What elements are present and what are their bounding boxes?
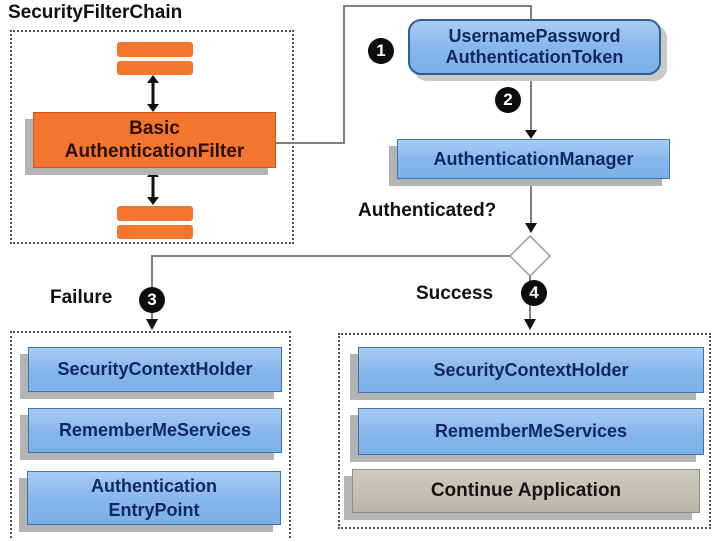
bidirectional-arrow-icon — [147, 169, 159, 205]
continue-application-box: Continue Application — [352, 469, 700, 513]
success-label: Success — [416, 283, 494, 304]
basic-authentication-filter-box: Basic AuthenticationFilter — [33, 112, 276, 168]
step-4-badge: 4 — [521, 280, 547, 306]
connector-manager-to-diamond — [525, 179, 537, 233]
authenticated-question-label: Authenticated? — [358, 200, 497, 221]
step-3-badge: 3 — [139, 287, 165, 313]
decision-diamond-icon — [508, 234, 552, 278]
authentication-entry-point-box: Authentication EntryPoint — [27, 471, 281, 525]
failure-security-context-holder-box: SecurityContextHolder — [28, 347, 282, 392]
filter-stack-bar — [117, 42, 193, 57]
bidirectional-arrow-icon — [147, 75, 159, 112]
filter-stack-bar — [117, 61, 193, 75]
username-password-token-box: UsernamePassword AuthenticationToken — [408, 19, 661, 75]
security-filter-chain-title: SecurityFilterChain — [8, 2, 183, 23]
success-security-context-holder-box: SecurityContextHolder — [358, 347, 704, 393]
success-remember-me-services-box: RememberMeServices — [358, 408, 704, 455]
filter-stack-bar — [117, 225, 193, 239]
connector-filter-to-token — [276, 5, 532, 144]
arrowhead-icon — [146, 319, 158, 330]
filter-chain-box — [10, 30, 294, 244]
success-branch-box — [338, 333, 711, 529]
arrowhead-icon — [525, 223, 537, 233]
arrowhead-icon — [525, 130, 537, 139]
failure-branch-box — [10, 331, 291, 538]
arrowhead-icon — [524, 319, 536, 330]
step-2-badge: 2 — [495, 87, 521, 113]
step-1-badge: 1 — [368, 38, 394, 64]
failure-remember-me-services-box: RememberMeServices — [28, 408, 282, 453]
filter-stack-bar — [117, 206, 193, 221]
authentication-manager-box: AuthenticationManager — [397, 139, 670, 179]
failure-label: Failure — [50, 287, 113, 308]
connector-token-to-manager — [525, 75, 537, 139]
